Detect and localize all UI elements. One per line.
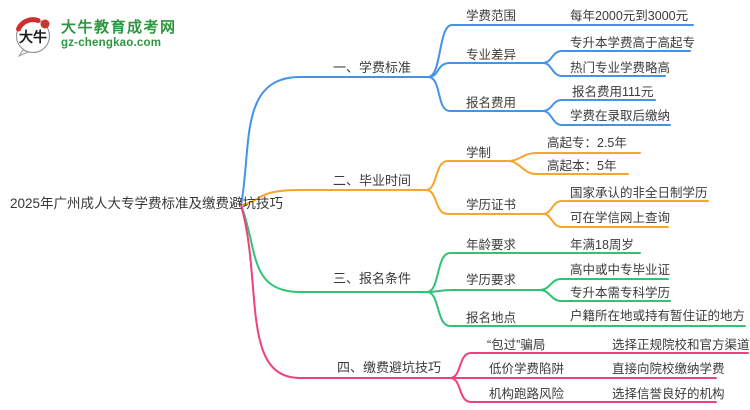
leaf-popular-major-higher[interactable]: 热门专业学费略高 (570, 61, 671, 75)
leaf-age-18[interactable]: 年满18周岁 (570, 238, 634, 252)
branch3-connectors (240, 204, 746, 327)
node-major-difference[interactable]: 专业差异 (466, 48, 517, 62)
node-payment-tips[interactable]: 四、缴费避坑技巧 (337, 360, 442, 375)
leaf-choose-official-channel[interactable]: 选择正规院校和官方渠道 (612, 338, 750, 352)
leaf-registration-fee-amount[interactable]: 报名费用111元 (572, 85, 654, 99)
central-topic[interactable]: 2025年广州成人大专学费标准及缴费避坑技巧 (10, 196, 284, 211)
node-fee-standard[interactable]: 一、学费标准 (333, 60, 412, 75)
node-study-length[interactable]: 学制 (466, 146, 492, 160)
node-institution-runaway-risk[interactable]: 机构跑路风险 (489, 387, 565, 401)
site-logo[interactable]: 大牛 大牛教育成考网 gz-chengkao.com (12, 13, 177, 57)
leaf-college-degree-needed[interactable]: 专升本需专科学历 (570, 286, 671, 300)
branch1-connectors (240, 24, 694, 206)
leaf-state-recognized-degree[interactable]: 国家承认的非全日制学历 (570, 186, 708, 200)
node-education-requirement[interactable]: 学历要求 (466, 273, 517, 287)
leaf-highschool-diploma[interactable]: 高中或中专毕业证 (570, 263, 671, 277)
leaf-xuexin-checkable[interactable]: 可在学信网上查询 (570, 211, 671, 225)
daniu-bull-logo-icon: 大牛 (15, 17, 51, 57)
node-registration-conditions[interactable]: 三、报名条件 (333, 271, 412, 286)
node-diploma[interactable]: 学历证书 (466, 198, 517, 212)
logo-site-name: 大牛教育成考网 (61, 19, 177, 36)
leaf-pay-after-admission[interactable]: 学费在录取后缴纳 (570, 109, 671, 123)
leaf-fee-range-amount[interactable]: 每年2000元到3000元 (570, 9, 689, 23)
node-age-requirement[interactable]: 年龄要求 (466, 238, 517, 252)
leaf-pay-school-directly[interactable]: 直接向院校缴纳学费 (612, 362, 725, 376)
node-fee-range[interactable]: 学费范围 (466, 9, 517, 23)
branch2-connectors (240, 152, 709, 228)
node-graduation-time[interactable]: 二、毕业时间 (333, 173, 412, 188)
logo-site-url: gz-chengkao.com (61, 37, 162, 49)
leaf-gaoqiben-years[interactable]: 高起本：5年 (547, 159, 617, 173)
leaf-upgrade-fee-higher[interactable]: 专升本学费高于高起专 (570, 36, 696, 50)
branch4-connectors (240, 204, 749, 403)
node-registration-location[interactable]: 报名地点 (466, 311, 517, 325)
leaf-choose-reputable-institution[interactable]: 选择信誉良好的机构 (612, 387, 725, 401)
node-baoguo-scam[interactable]: “包过”骗局 (487, 338, 546, 352)
leaf-gaoqizhuan-years[interactable]: 高起专：2.5年 (547, 136, 627, 150)
leaf-household-location[interactable]: 户籍所在地或持有暂住证的地方 (570, 309, 746, 323)
svg-text:大牛: 大牛 (19, 29, 47, 45)
node-lowprice-trap[interactable]: 低价学费陷阱 (489, 362, 565, 376)
node-registration-fee[interactable]: 报名费用 (466, 96, 517, 110)
